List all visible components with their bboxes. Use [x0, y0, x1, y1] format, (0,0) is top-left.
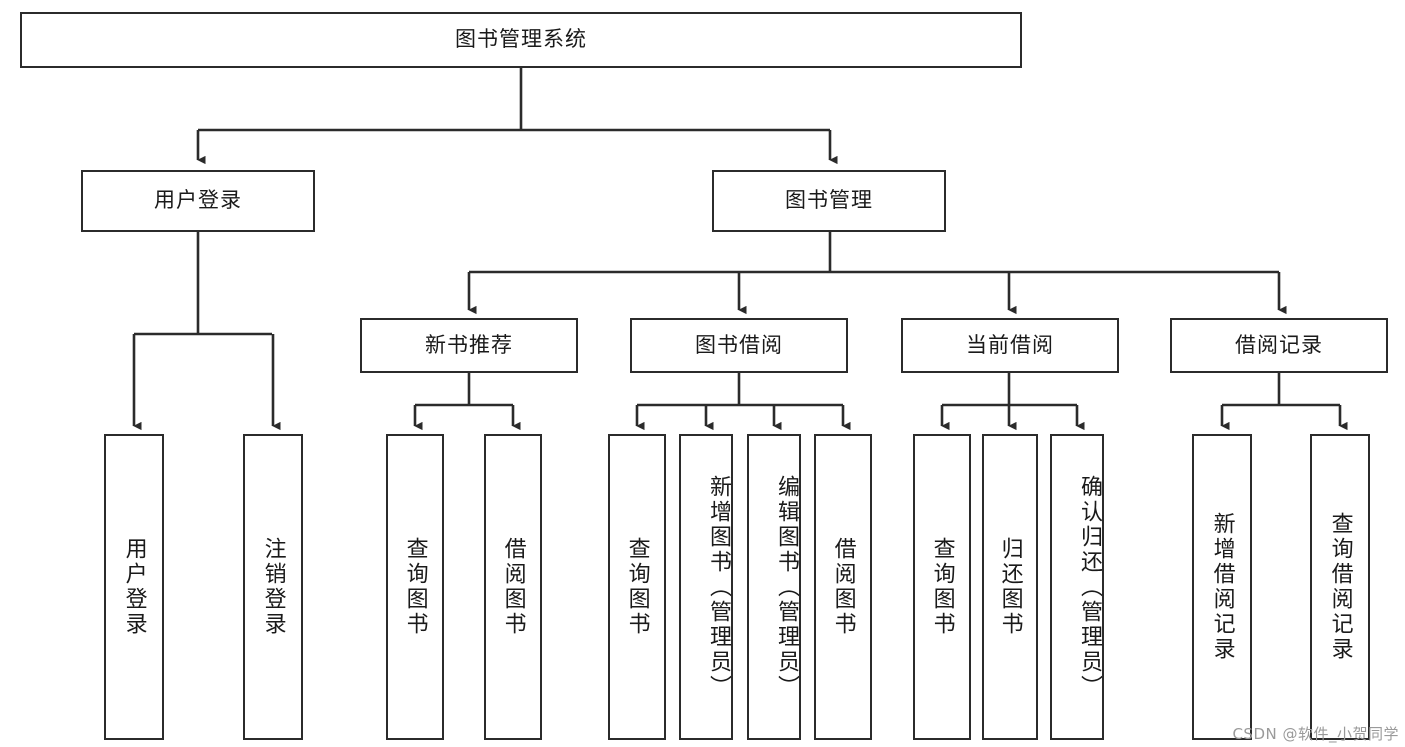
node-label: 新增借阅记录	[1209, 512, 1235, 662]
node-label: 当前借阅	[966, 332, 1054, 357]
node-label: 借阅图书	[500, 537, 526, 637]
leaf-borrow-record-add-record[interactable]: 新增借阅记录	[1192, 434, 1252, 740]
node-label: 借阅记录	[1235, 332, 1323, 357]
node-root-book-management-system[interactable]: 图书管理系统	[20, 12, 1022, 68]
leaf-book-borrow-borrow-book[interactable]: 借阅图书	[814, 434, 872, 740]
leaf-user-login-login[interactable]: 用户登录	[104, 434, 164, 740]
node-label: 新书推荐	[425, 332, 513, 357]
node-label: 查询图书	[624, 537, 650, 637]
node-label: 用户登录	[121, 537, 147, 637]
node-label: 借阅图书	[830, 537, 856, 637]
node-label: 查询图书	[402, 537, 428, 637]
node-label: 编辑图书（管理员）	[774, 474, 799, 700]
leaf-new-book-borrow-book[interactable]: 借阅图书	[484, 434, 542, 740]
leaf-book-borrow-query-book[interactable]: 查询图书	[608, 434, 666, 740]
node-label: 新增图书（管理员）	[706, 474, 731, 700]
node-label: 图书管理系统	[455, 27, 587, 52]
node-label: 归还图书	[997, 537, 1023, 637]
node-borrow-record[interactable]: 借阅记录	[1170, 318, 1388, 373]
leaf-borrow-record-query-record[interactable]: 查询借阅记录	[1310, 434, 1370, 740]
node-label: 确认归还（管理员）	[1077, 474, 1102, 700]
node-user-login[interactable]: 用户登录	[81, 170, 315, 232]
leaf-current-borrow-query-book[interactable]: 查询图书	[913, 434, 971, 740]
csdn-watermark: CSDN @软件_小贺同学	[1232, 725, 1399, 743]
node-book-borrow[interactable]: 图书借阅	[630, 318, 848, 373]
node-label: 注销登录	[260, 537, 286, 637]
leaf-new-book-query-book[interactable]: 查询图书	[386, 434, 444, 740]
node-book-management[interactable]: 图书管理	[712, 170, 946, 232]
leaf-current-borrow-return-book[interactable]: 归还图书	[982, 434, 1038, 740]
node-label: 图书管理	[785, 188, 873, 213]
node-label: 图书借阅	[695, 332, 783, 357]
leaf-book-borrow-add-book-admin[interactable]: 新增图书（管理员）	[679, 434, 733, 740]
leaf-user-login-logout[interactable]: 注销登录	[243, 434, 303, 740]
node-label: 查询图书	[929, 537, 955, 637]
leaf-book-borrow-edit-book-admin[interactable]: 编辑图书（管理员）	[747, 434, 801, 740]
leaf-current-borrow-confirm-return-admin[interactable]: 确认归还（管理员）	[1050, 434, 1104, 740]
node-current-borrow[interactable]: 当前借阅	[901, 318, 1119, 373]
node-label: 用户登录	[154, 188, 242, 213]
node-new-book-recommend[interactable]: 新书推荐	[360, 318, 578, 373]
node-label: 查询借阅记录	[1327, 512, 1353, 662]
